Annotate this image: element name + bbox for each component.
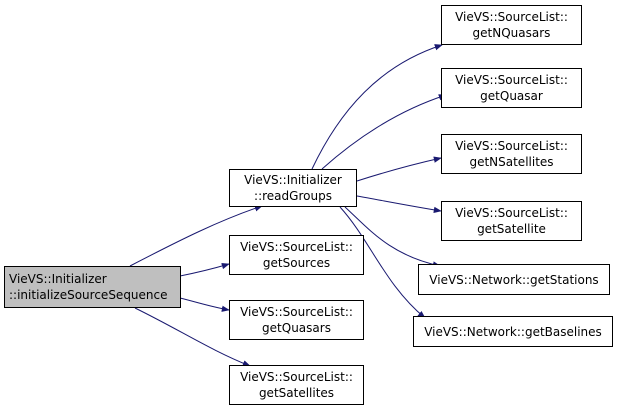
node-get-quasars[interactable]: VieVS::SourceList:: getQuasars xyxy=(229,300,364,340)
node-label-line2: getNSatellites xyxy=(469,155,554,169)
node-label-line1: VieVS::SourceList:: xyxy=(240,370,353,384)
edge-readgroups-to-getstations xyxy=(344,206,441,268)
edge-readgroups-to-getquasar xyxy=(321,94,447,170)
node-label-line2: getSatellite xyxy=(477,222,546,236)
edge-init-to-readgroups xyxy=(129,205,263,267)
node-label-line1: VieVS::SourceList:: xyxy=(240,240,353,254)
node-initialize-source-sequence[interactable]: VieVS::Initializer ::initializeSourceSeq… xyxy=(4,266,181,308)
node-get-satellite[interactable]: VieVS::SourceList:: getSatellite xyxy=(441,201,582,241)
node-get-sources[interactable]: VieVS::SourceList:: getSources xyxy=(229,235,364,275)
node-label-line2: getQuasar xyxy=(480,89,543,103)
edge-readgroups-to-getsatellite xyxy=(356,195,442,214)
node-get-quasar[interactable]: VieVS::SourceList:: getQuasar xyxy=(441,68,582,108)
node-get-stations[interactable]: VieVS::Network::getStations xyxy=(418,264,610,295)
node-label-line1: VieVS::SourceList:: xyxy=(455,73,568,87)
node-get-baselines[interactable]: VieVS::Network::getBaselines xyxy=(413,316,613,347)
edge-readgroups-to-getnsatellites xyxy=(356,156,442,182)
edge-init-to-getsources xyxy=(179,262,230,277)
node-read-groups[interactable]: VieVS::Initializer ::readGroups xyxy=(229,169,357,207)
node-get-n-satellites[interactable]: VieVS::SourceList:: getNSatellites xyxy=(441,134,582,174)
edge-readgroups-to-getbaselines xyxy=(339,206,426,319)
node-label-line2: ::initializeSourceSequence xyxy=(9,288,168,302)
node-label-line1: VieVS::SourceList:: xyxy=(240,305,353,319)
edge-init-to-getquasars xyxy=(179,297,230,312)
node-label-line1: VieVS::SourceList:: xyxy=(455,139,568,153)
node-label-line2: ::readGroups xyxy=(254,189,332,203)
node-label-line1: VieVS::SourceList:: xyxy=(455,10,568,24)
node-label-line2: getSources xyxy=(262,256,331,270)
node-get-n-quasars[interactable]: VieVS::SourceList:: getNQuasars xyxy=(441,5,582,45)
node-label-line1: VieVS::SourceList:: xyxy=(455,206,568,220)
node-label-line2: getSatellites xyxy=(258,386,335,400)
node-label-line1: VieVS::Network::getBaselines xyxy=(424,324,602,339)
node-label-line1: VieVS::Initializer xyxy=(244,173,342,187)
node-get-satellites[interactable]: VieVS::SourceList:: getSatellites xyxy=(229,365,364,405)
node-label-line1: VieVS::Network::getStations xyxy=(429,272,599,287)
node-label-line2: getNQuasars xyxy=(472,26,551,40)
edge-readgroups-to-getnquasars xyxy=(311,44,443,170)
edge-init-to-getsatellites xyxy=(134,307,251,367)
node-label-line2: getQuasars xyxy=(262,321,331,335)
node-label-line1: VieVS::Initializer xyxy=(9,272,107,286)
